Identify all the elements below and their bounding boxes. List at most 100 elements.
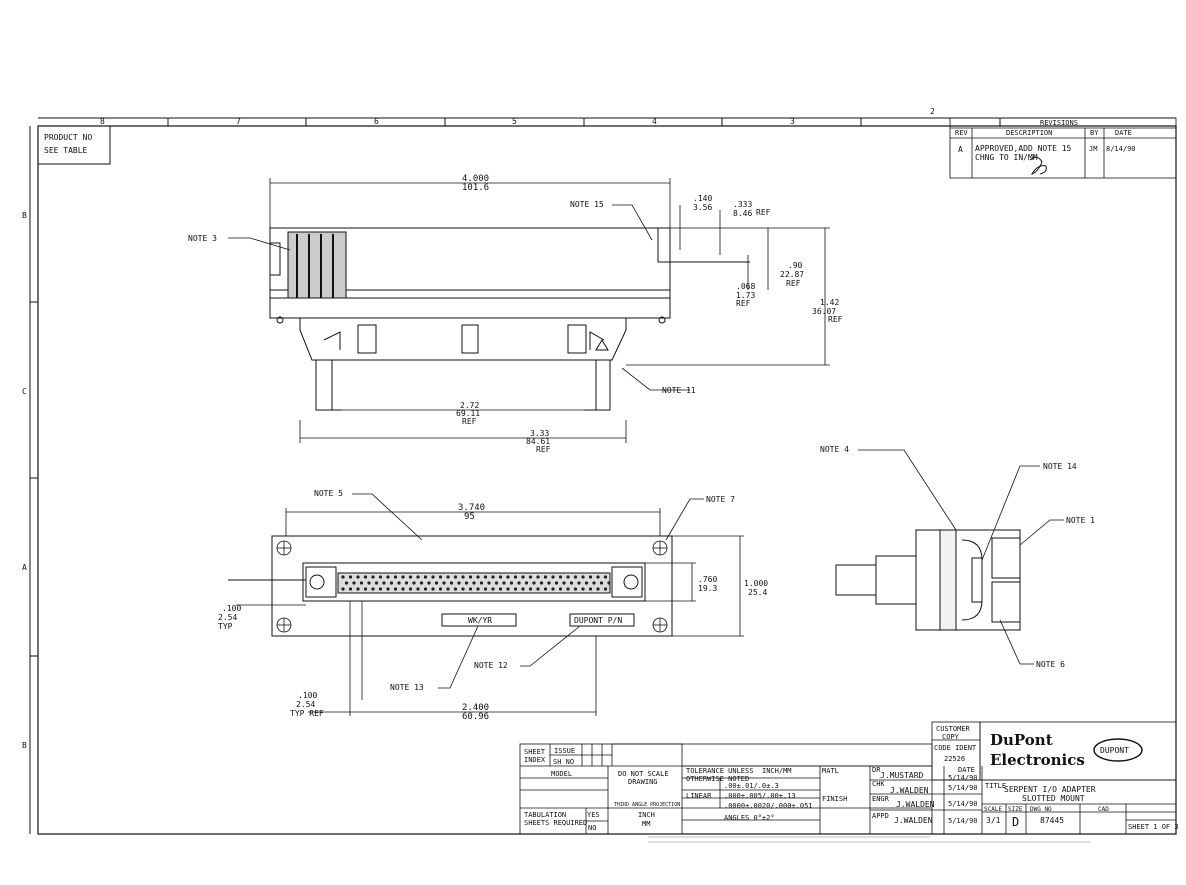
approved-date: 5/14/90	[948, 817, 978, 825]
contact-pin	[393, 575, 398, 579]
svg-text:DUPONT: DUPONT	[1100, 746, 1129, 755]
finish-label: FINISH	[822, 795, 847, 803]
tabulation-label-2: SHEETS REQUIRED	[524, 819, 587, 827]
zone-label: A	[22, 563, 27, 572]
do-not-scale-label: DO NOT SCALE	[618, 770, 669, 778]
contact-pin	[389, 581, 394, 585]
contact-pin	[427, 581, 431, 585]
contact-pin	[491, 587, 495, 591]
tolerance-label-2: OTHERWISE NOTED	[686, 775, 749, 783]
contact-pin	[592, 581, 596, 585]
end-view-connector	[835, 529, 1021, 631]
dim-100b-mm: 2.54	[296, 700, 315, 709]
dim-100-mm: 2.54	[218, 613, 237, 622]
contact-pin	[584, 581, 589, 585]
contact-pin	[502, 581, 506, 585]
contact-pin	[558, 575, 563, 579]
dim-2400-in: 2.400	[462, 703, 489, 713]
contact-pin	[498, 575, 503, 579]
size-label: SIZE	[1008, 806, 1023, 813]
contact-pin	[551, 587, 555, 591]
contact-pin	[554, 581, 559, 585]
dim-1000-in: 1.000	[744, 579, 768, 588]
checked-name: J.WALDEN	[890, 786, 929, 795]
engineer-date: 5/14/90	[948, 800, 978, 808]
contact-pin	[419, 581, 424, 585]
leader-lines-front	[352, 493, 704, 689]
engineer-name: J.WALDEN	[896, 800, 935, 809]
dim-overall-width-in: 4.000	[462, 174, 489, 184]
contact-pin	[521, 587, 525, 591]
contact-pin	[348, 575, 353, 579]
dimension-lines-front	[236, 508, 744, 716]
product-no-label: PRODUCT NO	[44, 133, 92, 142]
zone-label: 7	[236, 117, 241, 126]
dim-333-mm: 8.46	[733, 209, 752, 218]
contact-pin	[573, 587, 578, 591]
angles-label: ANGLES 0°±2°	[724, 814, 775, 822]
contact-pin	[562, 581, 566, 585]
contact-pin	[359, 581, 364, 585]
contact-pin	[521, 575, 525, 579]
tabulation-label: TABULATION	[524, 811, 566, 819]
dim-100b-in: .100	[298, 691, 317, 700]
contact-pin	[524, 581, 529, 585]
code-ident-value: 22526	[944, 755, 965, 763]
proprietary-fine-print	[648, 836, 1090, 843]
contact-pin	[476, 575, 480, 579]
dim-overall-width-mm: 101.6	[462, 183, 489, 193]
contact-pin	[453, 575, 458, 579]
note-7-label: NOTE 7	[706, 495, 735, 504]
note-14-label: NOTE 14	[1043, 462, 1077, 471]
zone-label: B	[22, 741, 27, 750]
contact-pin	[532, 581, 536, 585]
contact-pin	[566, 575, 570, 579]
contact-pin	[431, 587, 435, 591]
contact-pin	[453, 587, 458, 591]
third-angle-label: THIRD ANGLE PROJECTION	[614, 802, 680, 808]
contact-pin	[382, 581, 386, 585]
dim-2400-mm: 60.96	[462, 712, 489, 722]
note-12-label: NOTE 12	[474, 661, 508, 670]
product-number-box: PRODUCT NO SEE TABLE	[38, 126, 111, 165]
dim-140-mm: 3.56	[693, 203, 712, 212]
revisions-block	[949, 117, 1177, 179]
drawing-number: 87445	[1040, 816, 1064, 825]
dim-272-in: 2.72	[460, 401, 479, 410]
note-3-label: NOTE 3	[188, 234, 217, 243]
contact-pin	[603, 575, 608, 579]
contact-pin	[461, 587, 465, 591]
contact-pin	[581, 575, 585, 579]
contact-pin	[408, 587, 413, 591]
contact-pin	[558, 587, 563, 591]
note-6-label: NOTE 6	[1036, 660, 1065, 669]
contact-pin-grid	[341, 575, 611, 591]
dim-142-in: 1.42	[820, 298, 839, 307]
leader-lines-end	[858, 449, 1064, 665]
contact-pin	[408, 575, 413, 579]
sheet-count: SHEET 1 OF 3	[1128, 823, 1179, 831]
title-label: TITLE	[985, 782, 1006, 790]
dimension-lines-top	[269, 178, 830, 443]
contact-pin	[341, 575, 345, 579]
contact-pin	[464, 581, 469, 585]
contact-pin	[483, 587, 488, 591]
dim-333b-ref: REF	[536, 445, 551, 454]
brand-name-2: Electronics	[990, 751, 1085, 769]
contact-pin	[494, 581, 499, 585]
contact-pin	[341, 587, 345, 591]
dim-3740-mm: 95	[464, 512, 475, 522]
tolerance-row-3: .0000±.0020/.000±.051	[724, 802, 813, 810]
contact-pin	[401, 575, 405, 579]
contact-pin	[468, 575, 473, 579]
zone-label: B	[22, 211, 27, 220]
contact-pin	[457, 581, 461, 585]
dim-333-ref: REF	[756, 208, 771, 217]
dim-3740-in: 3.740	[458, 503, 485, 513]
rev-header: REV	[955, 129, 968, 137]
scale-value: 3/1	[986, 816, 1001, 825]
contact-pin	[528, 587, 533, 591]
tolerance-row-1: .00±.01/.0±.3	[724, 782, 779, 790]
contact-pin	[416, 587, 420, 591]
contact-pin	[404, 581, 409, 585]
